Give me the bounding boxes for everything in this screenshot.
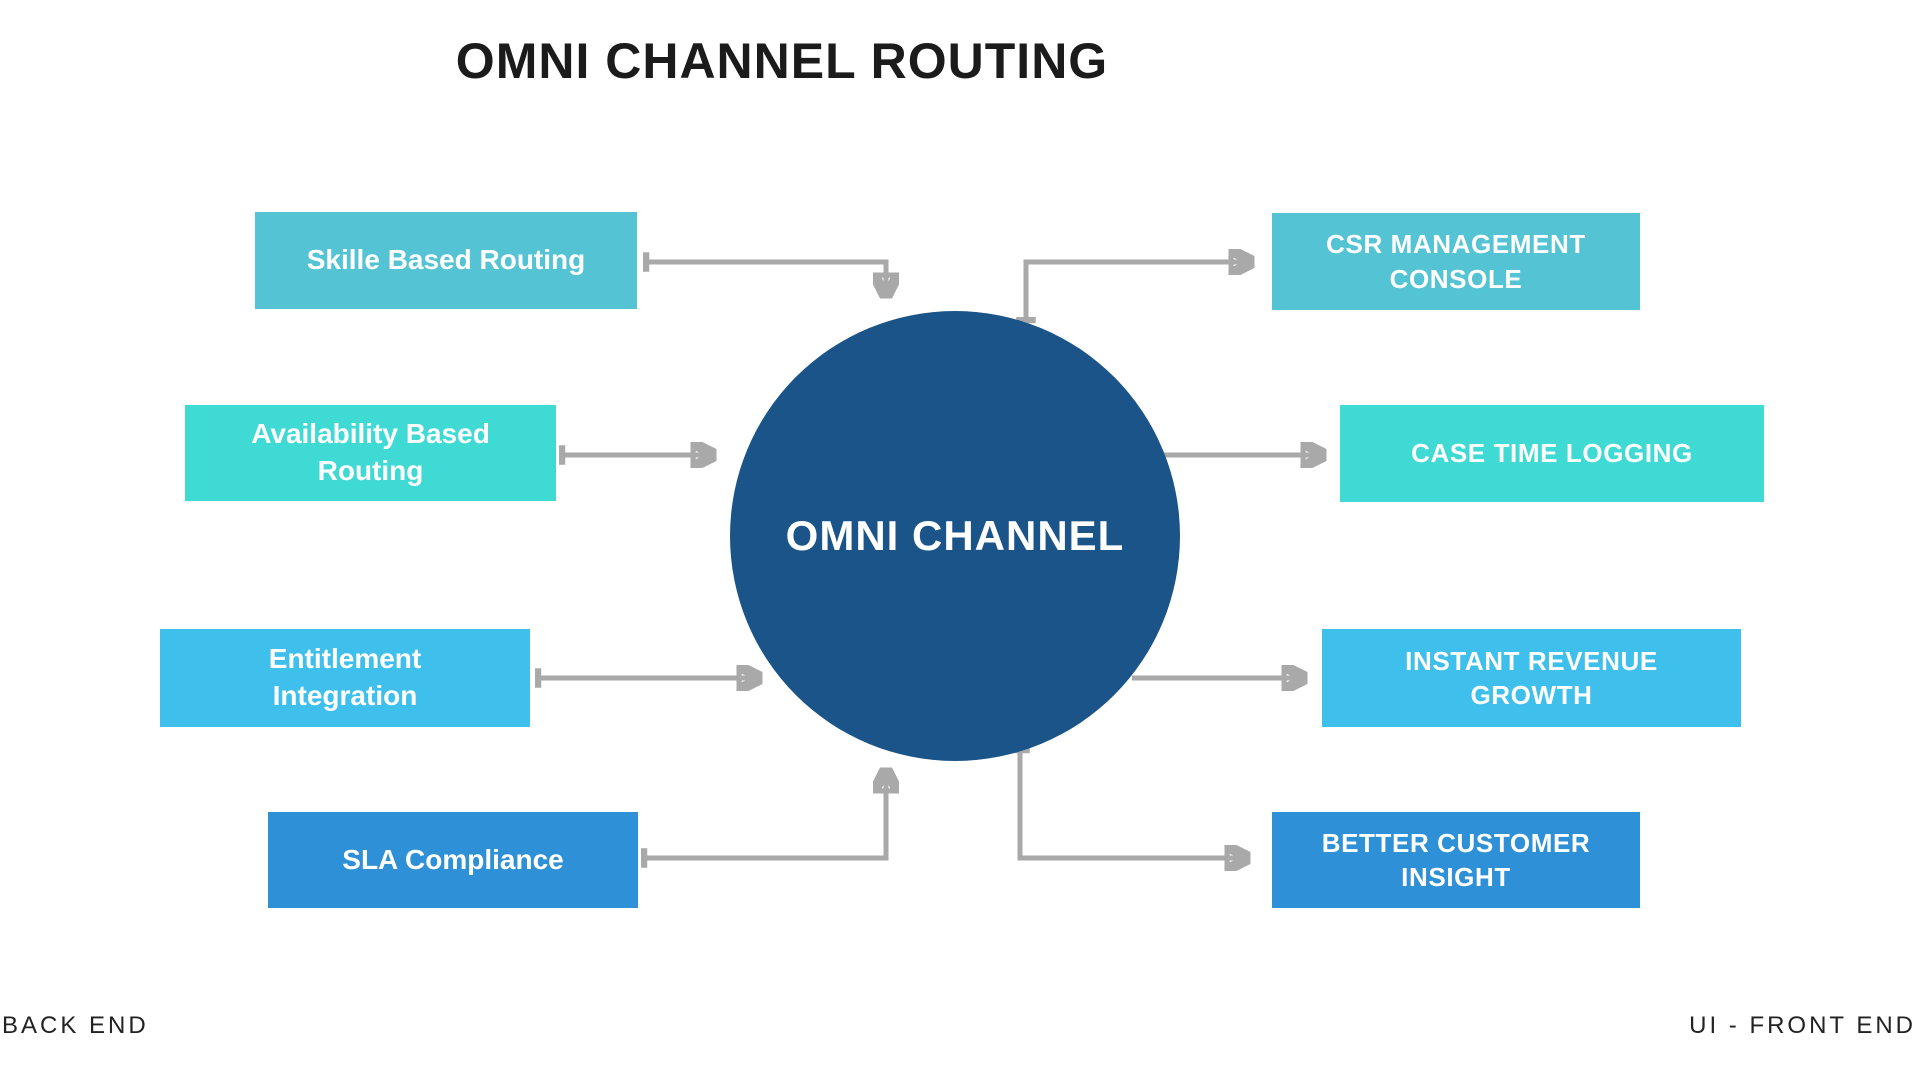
node-better-customer-insight: BETTER CUSTOMER INSIGHT [1272, 812, 1640, 908]
node-omni-channel-center: OMNI CHANNEL [730, 311, 1180, 761]
node-label: CSR MANAGEMENT CONSOLE [1326, 229, 1586, 294]
node-csr-management-console: CSR MANAGEMENT CONSOLE [1272, 213, 1640, 310]
connector-skille-to-omni-arrow [646, 262, 886, 294]
page-title: OMNI CHANNEL ROUTING [455, 33, 1109, 89]
connector-omni-to-better-customer-arrow [1020, 750, 1246, 858]
node-label: Skille Based Routing [306, 244, 586, 276]
node-case-time-logging: CASE TIME LOGGING [1340, 405, 1764, 502]
node-instant-revenue-growth: INSTANT REVENUE GROWTH [1322, 629, 1741, 727]
node-availability-based-routing: Availability Based Routing [185, 405, 556, 501]
node-label: SLA Compliance [342, 843, 564, 875]
node-label: Entitlement Integration [268, 643, 422, 711]
node-label: INSTANT REVENUE GROWTH [1405, 645, 1658, 710]
connector-sla-to-omni-arrow [644, 772, 886, 858]
back-end-zone-label: BACK END [2, 1012, 149, 1039]
node-entitlement-integration: Entitlement Integration [160, 629, 530, 727]
node-label: BETTER CUSTOMER INSIGHT [1321, 827, 1591, 892]
node-skille-based-routing: Skille Based Routing [255, 212, 637, 309]
node-label: CASE TIME LOGGING [1411, 438, 1693, 469]
node-sla-compliance: SLA Compliance [268, 812, 638, 908]
connector-omni-to-csr-arrow [1026, 262, 1250, 320]
center-label: OMNI CHANNEL [785, 512, 1125, 559]
ui-front-end-zone-label: UI - FRONT END [1689, 1012, 1916, 1039]
node-label: Availability Based Routing [251, 418, 490, 486]
